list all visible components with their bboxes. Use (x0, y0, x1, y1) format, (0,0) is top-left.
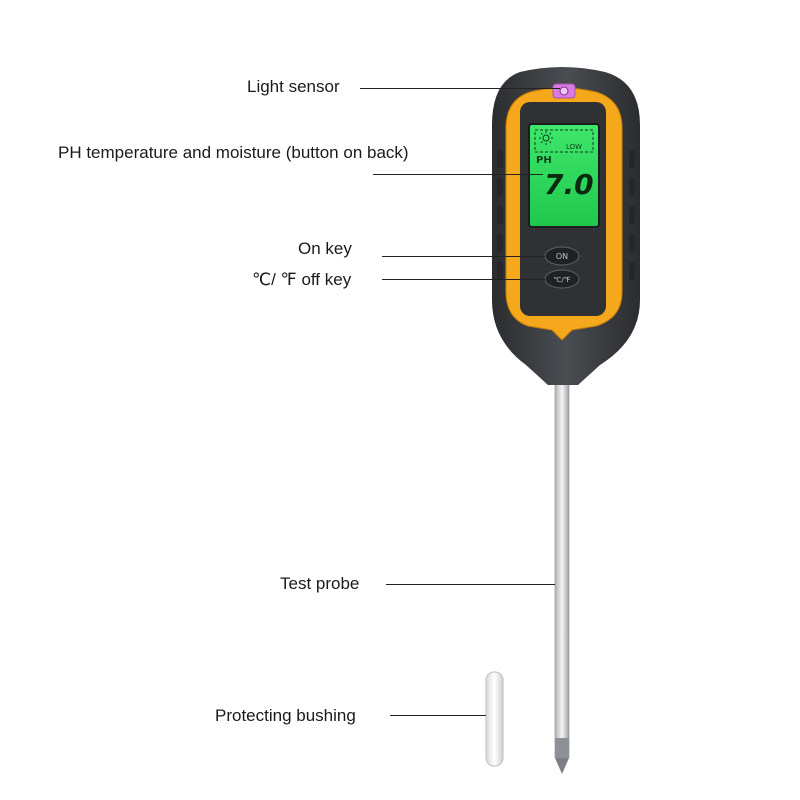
unit-off-key-leader (382, 279, 545, 280)
light-sensor-leader (360, 88, 560, 89)
light-sensor-lens (559, 86, 569, 96)
reading-value: 7.0 (544, 168, 594, 201)
on-key-label: On key (298, 239, 352, 258)
test-probe-tip (555, 758, 569, 774)
ph-temperature-moisture-label: PH temperature and moisture (button on b… (58, 143, 409, 162)
unit-off-button[interactable] (544, 269, 580, 289)
light-sensor-label: Light sensor (247, 77, 340, 96)
test-probe-rod (554, 379, 570, 759)
protecting-bushing-label: Protecting bushing (215, 706, 356, 725)
protecting-bushing (485, 671, 504, 767)
mode-indicator: PH (536, 155, 552, 166)
ph-temperature-moisture-leader (373, 174, 543, 175)
on-key-leader (382, 256, 545, 257)
lcd-screen (528, 123, 600, 228)
unit-off-button-label: ℃/℉ (554, 276, 571, 284)
sun-icon (539, 131, 553, 145)
test-probe-leader (386, 584, 555, 585)
unit-off-key-label: ℃/ ℉ off key (252, 270, 352, 289)
battery-indicator: LOW (566, 143, 582, 151)
grip-ridges (497, 150, 635, 280)
on-button[interactable] (544, 246, 580, 266)
test-probe-label: Test probe (280, 574, 360, 593)
test-probe-tip-band (555, 738, 569, 758)
on-button-label: ON (556, 252, 568, 261)
protecting-bushing-leader (390, 715, 486, 716)
